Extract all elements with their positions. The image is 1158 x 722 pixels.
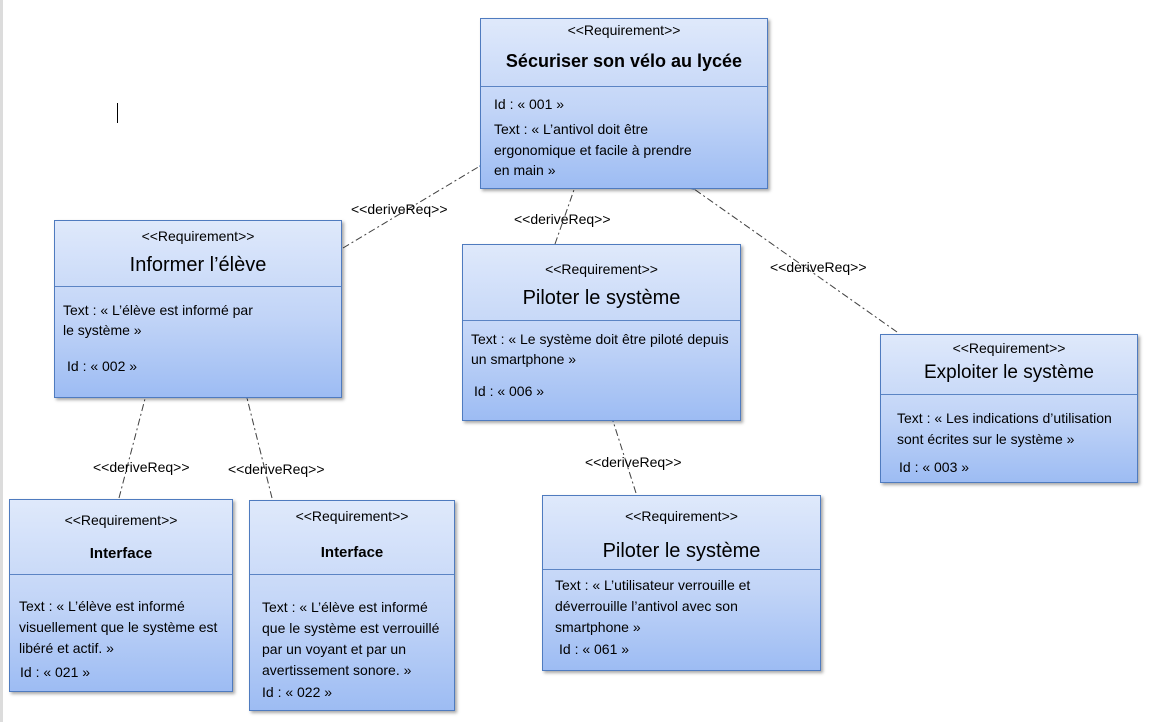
derive-line-021-to-002 xyxy=(118,395,146,499)
stereotype-label: <<Requirement>> xyxy=(567,22,681,38)
stereotype-label: <<Requirement>> xyxy=(545,261,658,277)
requirement-text-line: Text : « L’antivol doit être xyxy=(494,121,649,137)
requirement-001[interactable]: <<Requirement>> Sécuriser son vélo au ly… xyxy=(480,18,768,189)
requirement-text-line: Text : « L’utilisateur verrouille et xyxy=(555,577,751,593)
requirement-id: Id : « 006 » xyxy=(474,383,545,399)
derive-line-003-to-001 xyxy=(694,189,898,333)
requirement-text-line: visuellement que le système est xyxy=(19,619,218,635)
derive-label-006-001: <<deriveReq>> xyxy=(514,211,611,227)
requirement-text-line: que le système est verrouillé xyxy=(262,620,440,636)
requirement-text-line: Text : « L’élève est informé xyxy=(262,599,428,615)
requirement-title: Interface xyxy=(320,544,384,561)
requirement-id: Id : « 001 » xyxy=(494,96,565,112)
requirement-022[interactable]: <<Requirement>> Interface Text : « L’élè… xyxy=(249,500,455,711)
requirement-006[interactable]: <<Requirement>> Piloter le système Text … xyxy=(462,244,741,421)
stereotype-label: <<Requirement>> xyxy=(64,512,178,528)
requirement-text-line: Text : « Les indications d’utilisation xyxy=(897,410,1112,426)
derive-label-003-001: <<deriveReq>> xyxy=(770,259,867,275)
divider xyxy=(543,569,820,570)
divider xyxy=(881,394,1137,395)
requirement-title: Sécuriser son vélo au lycée xyxy=(505,51,743,71)
derive-line-061-to-006 xyxy=(613,421,637,494)
requirement-id: Id : « 061 » xyxy=(559,641,630,657)
requirement-title: Piloter le système xyxy=(522,287,681,309)
divider xyxy=(250,574,454,575)
requirement-text-line: le système » xyxy=(63,322,142,338)
requirement-id: Id : « 003 » xyxy=(899,459,970,475)
requirement-text-line: smartphone » xyxy=(555,619,641,635)
derive-line-006-to-001 xyxy=(554,187,575,245)
divider xyxy=(10,574,232,575)
requirement-text-line: Text : « Le système doit être piloté dep… xyxy=(471,331,729,347)
requirement-id: Id : « 022 » xyxy=(262,684,333,700)
requirement-text-line: un smartphone » xyxy=(471,351,577,367)
divider xyxy=(55,286,341,287)
requirement-title: Interface xyxy=(89,545,153,562)
derive-label-021-002: <<deriveReq>> xyxy=(93,459,190,475)
derive-line-022-to-002 xyxy=(247,398,273,499)
requirement-text-line: ergonomique et facile à prendre xyxy=(494,142,692,158)
requirement-text-line: libéré et actif. » xyxy=(19,640,114,656)
requirement-id: Id : « 021 » xyxy=(20,664,91,680)
requirement-id: Id : « 002 » xyxy=(67,358,138,374)
derive-label-061-006: <<deriveReq>> xyxy=(585,454,682,470)
requirement-021[interactable]: <<Requirement>> Interface Text : « L’élè… xyxy=(9,499,233,692)
stereotype-label: <<Requirement>> xyxy=(295,508,409,524)
requirement-text-line: Text : « L’élève est informé xyxy=(19,598,185,614)
requirement-title: Exploiter le système xyxy=(923,362,1094,383)
requirement-text-line: par un voyant et par un xyxy=(262,641,406,657)
page-left-edge xyxy=(0,0,3,722)
requirement-003[interactable]: <<Requirement>> Exploiter le système Tex… xyxy=(880,334,1138,483)
requirement-title: Informer l’élève xyxy=(129,254,267,276)
text-cursor xyxy=(117,103,118,123)
derive-label-002-001: <<deriveReq>> xyxy=(351,201,448,217)
requirement-002[interactable]: <<Requirement>> Informer l’élève Text : … xyxy=(54,220,342,398)
divider xyxy=(481,86,767,87)
requirement-title: Piloter le système xyxy=(602,540,761,562)
requirement-text-line: sont écrites sur le système » xyxy=(897,431,1075,447)
stereotype-label: <<Requirement>> xyxy=(952,340,1066,356)
stereotype-label: <<Requirement>> xyxy=(141,228,255,244)
requirement-061[interactable]: <<Requirement>> Piloter le système Text … xyxy=(542,495,821,671)
requirement-text-line: avertissement sonore. » xyxy=(262,662,412,678)
requirement-text-line: Text : « L’élève est informé par xyxy=(63,302,253,318)
requirement-text-line: en main » xyxy=(494,162,556,178)
stereotype-label: <<Requirement>> xyxy=(625,508,738,524)
derive-label-022-002: <<deriveReq>> xyxy=(228,461,325,477)
divider xyxy=(463,320,740,321)
requirement-text-line: déverrouille l’antivol avec son xyxy=(555,598,738,614)
derive-line-002-to-001 xyxy=(342,166,480,249)
